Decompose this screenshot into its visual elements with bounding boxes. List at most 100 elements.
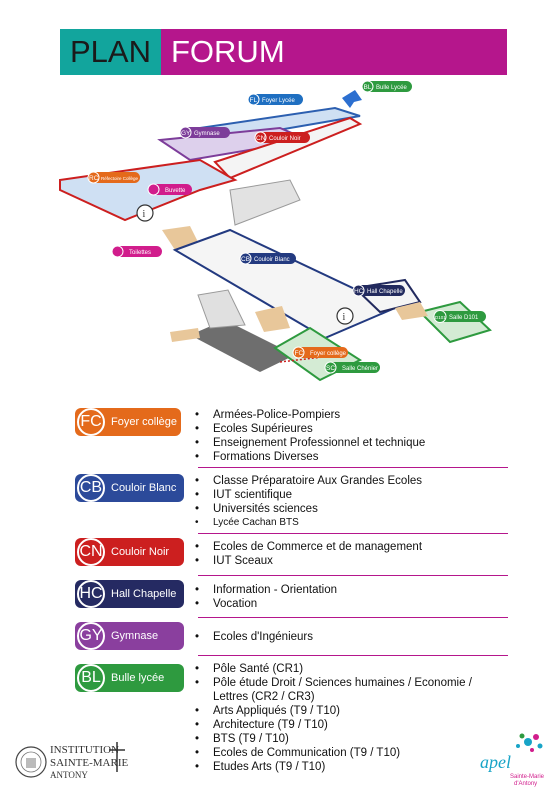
legend-list-cb: Classe Préparatoire Aux Grandes Ecoles I… bbox=[195, 474, 422, 530]
arrow-bulle-lycee bbox=[342, 90, 362, 108]
list-item: Universités sciences bbox=[195, 502, 422, 516]
list-item: Pôle étude Droit / Sciences humaines / E… bbox=[195, 676, 495, 704]
map-label-buvette: Buvette bbox=[147, 183, 192, 196]
list-item: Ecoles Supérieures bbox=[195, 422, 425, 436]
list-item: Arts Appliqués (T9 / T10) bbox=[195, 704, 495, 718]
info-icon bbox=[136, 204, 154, 222]
stairs-4 bbox=[170, 328, 200, 342]
map-label-d101: D101 Salle D101 bbox=[433, 310, 486, 323]
legend-code: BL bbox=[77, 664, 105, 692]
svg-text:CN: CN bbox=[256, 135, 266, 142]
zone-dark-floor bbox=[190, 320, 295, 372]
legend-list-hc: Information - Orientation Vocation bbox=[195, 583, 337, 611]
separator bbox=[198, 467, 508, 468]
map-label-hc: HC Hall Chapelle bbox=[352, 284, 405, 297]
legend-code: CB bbox=[77, 474, 105, 502]
list-item: Classe Préparatoire Aux Grandes Ecoles bbox=[195, 474, 422, 488]
stairs-2 bbox=[395, 302, 428, 320]
legend-badge-cn: CN Couloir Noir bbox=[75, 538, 184, 566]
svg-text:BL: BL bbox=[364, 84, 372, 91]
svg-text:SC: SC bbox=[326, 365, 335, 372]
svg-text:Foyer Lycée: Foyer Lycée bbox=[262, 98, 295, 104]
list-item: Formations Diverses bbox=[195, 450, 425, 464]
institution-logo: INSTITUTION SAINTE-MARIE ANTONY bbox=[15, 742, 128, 780]
list-item: Enseignement Professionnel et technique bbox=[195, 436, 425, 450]
legend-badge-fc: FC Foyer collège bbox=[75, 408, 181, 436]
dandelion-icon bbox=[516, 733, 543, 752]
legend-name: Hall Chapelle bbox=[111, 588, 177, 600]
svg-text:Salle Chénier: Salle Chénier bbox=[342, 366, 378, 372]
zone-wall bbox=[229, 179, 301, 226]
svg-text:HC: HC bbox=[354, 288, 364, 295]
legend-name: Bulle lycée bbox=[111, 672, 165, 684]
svg-text:d'Antony: d'Antony bbox=[514, 781, 537, 787]
legend-list-fc: Armées-Police-Pompiers Ecoles Supérieure… bbox=[195, 408, 425, 464]
svg-text:Toilettes: Toilettes bbox=[129, 250, 151, 256]
list-item: Architecture (T9 / T10) bbox=[195, 718, 495, 732]
svg-text:i: i bbox=[143, 209, 146, 220]
legend-list-cn: Ecoles de Commerce et de management IUT … bbox=[195, 540, 422, 568]
svg-text:SAINTE-MARIE: SAINTE-MARIE bbox=[50, 757, 128, 769]
legend-list-gy: Ecoles d'Ingénieurs bbox=[195, 630, 313, 644]
apel-logo: apel Sainte-Marie d'Antony bbox=[480, 733, 545, 787]
floor-plan-map: i i FL Foyer Lycée BL Bulle Lycée GY Gym… bbox=[59, 80, 492, 382]
svg-text:Gymnase: Gymnase bbox=[194, 131, 220, 137]
svg-text:RC: RC bbox=[89, 175, 99, 182]
svg-text:INSTITUTION: INSTITUTION bbox=[50, 744, 119, 756]
svg-text:FC: FC bbox=[295, 350, 304, 357]
list-item: BTS (T9 / T10) bbox=[195, 732, 495, 746]
svg-text:Sainte-Marie: Sainte-Marie bbox=[510, 774, 545, 780]
svg-text:Salle D101: Salle D101 bbox=[449, 315, 479, 321]
svg-text:FL: FL bbox=[250, 97, 258, 104]
legend-badge-cb: CB Couloir Blanc bbox=[75, 474, 184, 502]
list-item: Pôle Santé (CR1) bbox=[195, 662, 495, 676]
separator bbox=[198, 617, 508, 618]
svg-text:ANTONY: ANTONY bbox=[50, 770, 88, 780]
legend-code: HC bbox=[77, 580, 105, 608]
svg-text:Couloir Blanc: Couloir Blanc bbox=[254, 257, 290, 263]
svg-text:Couloir Noir: Couloir Noir bbox=[269, 136, 301, 142]
legend-name: Foyer collège bbox=[111, 416, 178, 428]
list-item: Vocation bbox=[195, 597, 337, 611]
list-item: IUT Sceaux bbox=[195, 554, 422, 568]
separator bbox=[198, 655, 508, 656]
legend-badge-bl: BL Bulle lycée bbox=[75, 664, 184, 692]
map-label-gy: GY Gymnase bbox=[179, 126, 230, 139]
svg-text:CB: CB bbox=[241, 256, 250, 263]
map-label-fc: FC Foyer collège bbox=[292, 346, 348, 359]
list-item: Ecoles de Communication (T9 / T10) bbox=[195, 746, 495, 760]
map-label-sc: SC Salle Chénier bbox=[324, 361, 380, 374]
legend-code: FC bbox=[77, 408, 105, 436]
legend-badge-hc: HC Hall Chapelle bbox=[75, 580, 184, 608]
list-item: Armées-Police-Pompiers bbox=[195, 408, 425, 422]
list-item: Information - Orientation bbox=[195, 583, 337, 597]
legend-name: Couloir Noir bbox=[111, 546, 170, 558]
map-label-bl: BL Bulle Lycée bbox=[361, 80, 412, 93]
separator bbox=[198, 533, 508, 534]
title-forum: FORUM bbox=[161, 29, 507, 75]
stairs-3 bbox=[255, 306, 290, 332]
legend-badge-gy: GY Gymnase bbox=[75, 622, 184, 650]
map-label-cb: CB Couloir Blanc bbox=[239, 252, 296, 265]
map-label-rc: RC Réfectoire Collège bbox=[87, 171, 140, 184]
legend-name: Gymnase bbox=[111, 630, 159, 642]
zone-desks bbox=[197, 289, 246, 329]
svg-text:apel: apel bbox=[480, 752, 511, 772]
svg-text:Buvette: Buvette bbox=[165, 188, 186, 194]
map-label-toilettes: Toilettes bbox=[111, 245, 162, 258]
map-label-fl: FL Foyer Lycée bbox=[247, 93, 303, 106]
list-item: IUT scientifique bbox=[195, 488, 422, 502]
svg-text:Foyer collège: Foyer collège bbox=[310, 351, 347, 357]
legend-list-bl: Pôle Santé (CR1) Pôle étude Droit / Scie… bbox=[195, 662, 495, 774]
legend-code: CN bbox=[77, 538, 105, 566]
separator bbox=[198, 575, 508, 576]
svg-text:Réfectoire Collège: Réfectoire Collège bbox=[101, 176, 139, 181]
list-item: Etudes Arts (T9 / T10) bbox=[195, 760, 495, 774]
legend-code: GY bbox=[77, 622, 105, 650]
svg-text:i: i bbox=[343, 312, 346, 323]
svg-text:GY: GY bbox=[181, 130, 191, 137]
map-label-cn: CN Couloir Noir bbox=[254, 131, 310, 144]
legend-name: Couloir Blanc bbox=[111, 482, 177, 494]
info-icon bbox=[336, 307, 354, 325]
list-item: Ecoles de Commerce et de management bbox=[195, 540, 422, 554]
